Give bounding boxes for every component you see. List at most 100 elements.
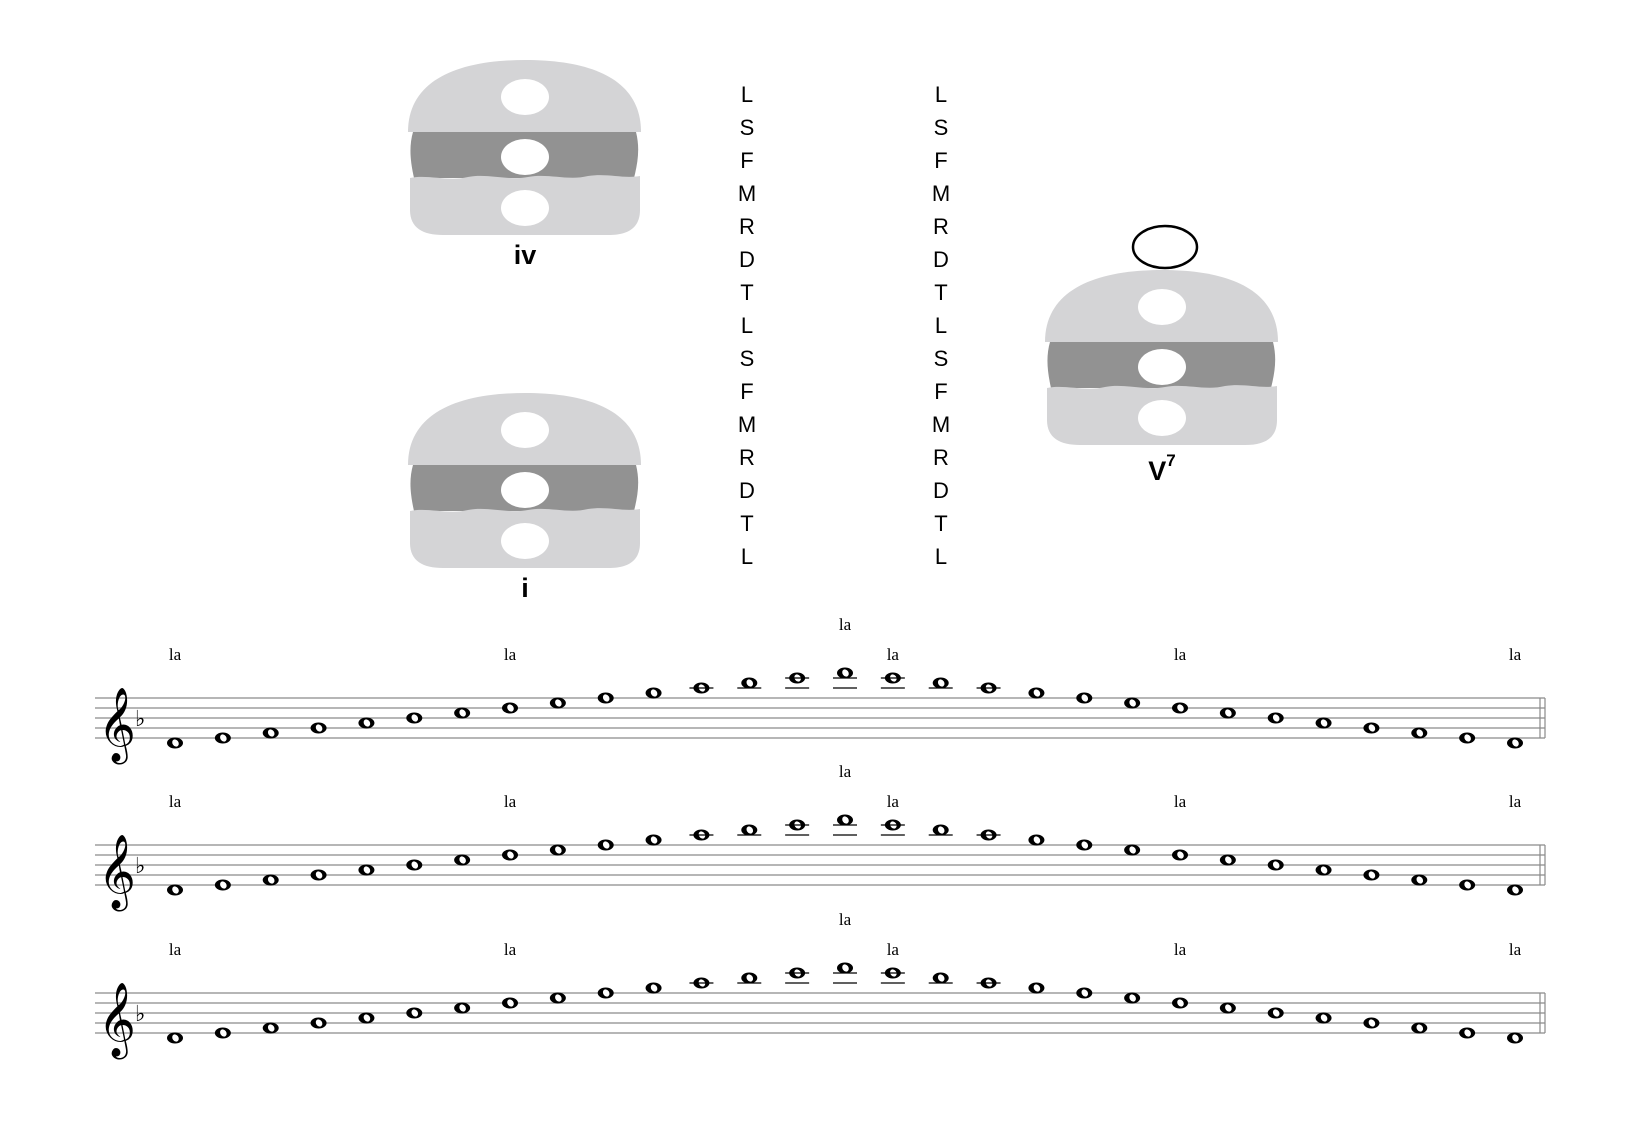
solfa-syllable: R (739, 214, 755, 239)
flat-key-signature-icon: ♭ (135, 854, 145, 879)
solfa-syllable: T (740, 511, 754, 536)
whole-note (1076, 692, 1093, 704)
whole-note (597, 839, 614, 851)
solfa-syllable: F (740, 379, 754, 404)
lyric-syllable: la (887, 645, 900, 664)
whole-note (1507, 737, 1523, 749)
chord-burger-iv (408, 60, 641, 235)
whole-note (502, 997, 518, 1009)
flat-key-signature-icon: ♭ (135, 707, 145, 732)
whole-note (1124, 992, 1141, 1004)
whole-note (549, 697, 566, 709)
lyric-syllable: la (887, 940, 900, 959)
whole-note (1124, 844, 1141, 856)
whole-note (1363, 869, 1380, 881)
whole-note (1363, 722, 1380, 734)
whole-note (1172, 702, 1188, 714)
note-hole (1138, 349, 1186, 385)
whole-note (1076, 839, 1093, 851)
whole-note (406, 859, 423, 871)
whole-note (1028, 982, 1045, 994)
solfa-syllable: F (740, 148, 754, 173)
solfa-syllable: F (934, 148, 948, 173)
treble-clef-icon: 𝄞 (98, 688, 136, 765)
whole-note (1459, 879, 1476, 891)
whole-note (262, 874, 279, 886)
treble-clef-icon: 𝄞 (98, 983, 136, 1060)
whole-note (214, 732, 231, 744)
flat-key-signature-icon: ♭ (135, 1002, 145, 1027)
whole-note (932, 824, 949, 836)
solfa-syllable: L (934, 544, 948, 569)
solfa-syllable: F (934, 379, 948, 404)
whole-note (1076, 987, 1093, 999)
solfa-syllable: T (934, 280, 948, 305)
whole-note (406, 712, 423, 724)
whole-note (262, 727, 279, 739)
whole-note (1172, 849, 1188, 861)
whole-note (932, 677, 949, 689)
solfa-syllable: M (931, 412, 951, 437)
note-hole (501, 190, 549, 226)
solfa-syllable: R (739, 445, 755, 470)
chord-burger-i (408, 393, 641, 568)
whole-note (454, 854, 471, 866)
note-hole (1138, 400, 1186, 436)
whole-note (1315, 1012, 1332, 1024)
whole-note (1411, 874, 1428, 886)
whole-note (741, 677, 758, 689)
solfa-syllable: L (740, 544, 754, 569)
lyric-syllable: la (169, 792, 182, 811)
solfa-syllable: M (737, 181, 757, 206)
whole-note (1267, 712, 1284, 724)
solfa-syllable: L (934, 313, 948, 338)
lyric-syllable: la (839, 615, 852, 634)
whole-note (454, 1002, 471, 1014)
whole-note (1219, 1002, 1236, 1014)
whole-note (1315, 717, 1332, 729)
whole-note (406, 1007, 423, 1019)
solfa-syllable: T (934, 511, 948, 536)
solfa-syllable: S (739, 346, 755, 371)
whole-note (310, 722, 327, 734)
solfa-syllable: L (740, 313, 754, 338)
lyric-syllable: la (1509, 940, 1522, 959)
chord-label-i: i (521, 573, 529, 603)
whole-note (837, 814, 853, 826)
note-hole (501, 79, 549, 115)
whole-note (358, 864, 375, 876)
lyric-syllable: la (504, 792, 517, 811)
lyric-syllable: la (1174, 940, 1187, 959)
whole-note (214, 879, 231, 891)
whole-note (1459, 1027, 1476, 1039)
solfa-syllable: D (739, 478, 755, 503)
whole-note (597, 692, 614, 704)
whole-note (549, 844, 566, 856)
whole-note (837, 962, 853, 974)
seventh-note-outline (1131, 224, 1199, 270)
solfa-syllable: D (739, 247, 755, 272)
whole-note (1172, 997, 1188, 1009)
whole-note (932, 972, 949, 984)
whole-note (1267, 859, 1284, 871)
lyric-syllable: la (169, 940, 182, 959)
whole-note (1219, 707, 1236, 719)
whole-note (454, 707, 471, 719)
whole-note (310, 1017, 327, 1029)
solfa-syllable: M (931, 181, 951, 206)
note-hole (501, 139, 549, 175)
whole-note (214, 1027, 231, 1039)
solfa-syllable: M (737, 412, 757, 437)
note-hole (501, 523, 549, 559)
solfa-syllable: D (933, 478, 949, 503)
whole-note (502, 849, 518, 861)
note-hole (501, 412, 549, 448)
solfa-syllable: L (934, 82, 948, 107)
solfa-syllable: S (739, 115, 755, 140)
whole-note (1267, 1007, 1284, 1019)
whole-note (1363, 1017, 1380, 1029)
